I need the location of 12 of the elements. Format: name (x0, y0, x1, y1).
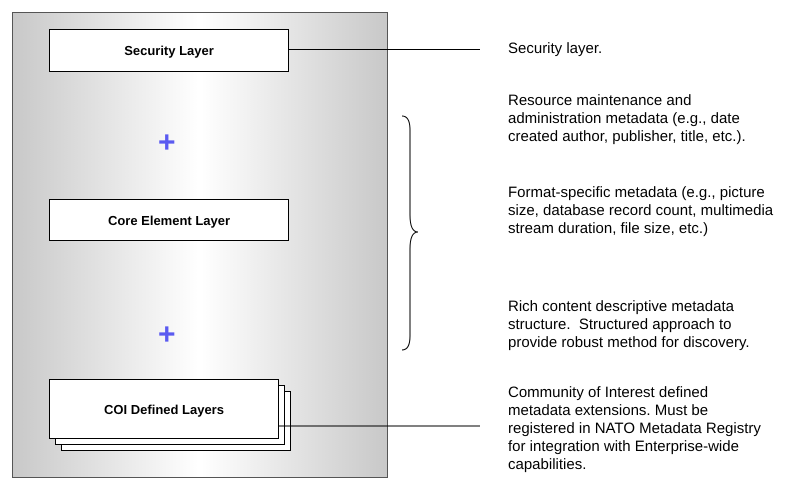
layer-box: Security Layer (49, 29, 289, 72)
layer-box: Core Element Layer (49, 199, 289, 241)
description-text: Format-specific metadata (e.g., picture size, database record count, multimedia stream duration, file size, etc.) (480, 184, 780, 262)
plus-sign: + (158, 128, 176, 158)
leader-line (288, 49, 480, 50)
panel-background (12, 12, 388, 478)
description-text: Rich content descriptive metadata structure. Structured approach to provide robust method for discovery. (480, 298, 780, 358)
description-text: Security layer. (480, 40, 780, 60)
description-text: Community of Interest defined metadata extensions. Must be registered in NATO Metadata Registry for integration with Enterprise-wide capabilities. (480, 384, 770, 480)
description-text: Resource maintenance and administration metadata (e.g., date created author, publisher, title, etc.). (480, 92, 772, 152)
plus-sign: + (158, 320, 176, 350)
layer-box: COI Defined Layers (49, 379, 279, 439)
